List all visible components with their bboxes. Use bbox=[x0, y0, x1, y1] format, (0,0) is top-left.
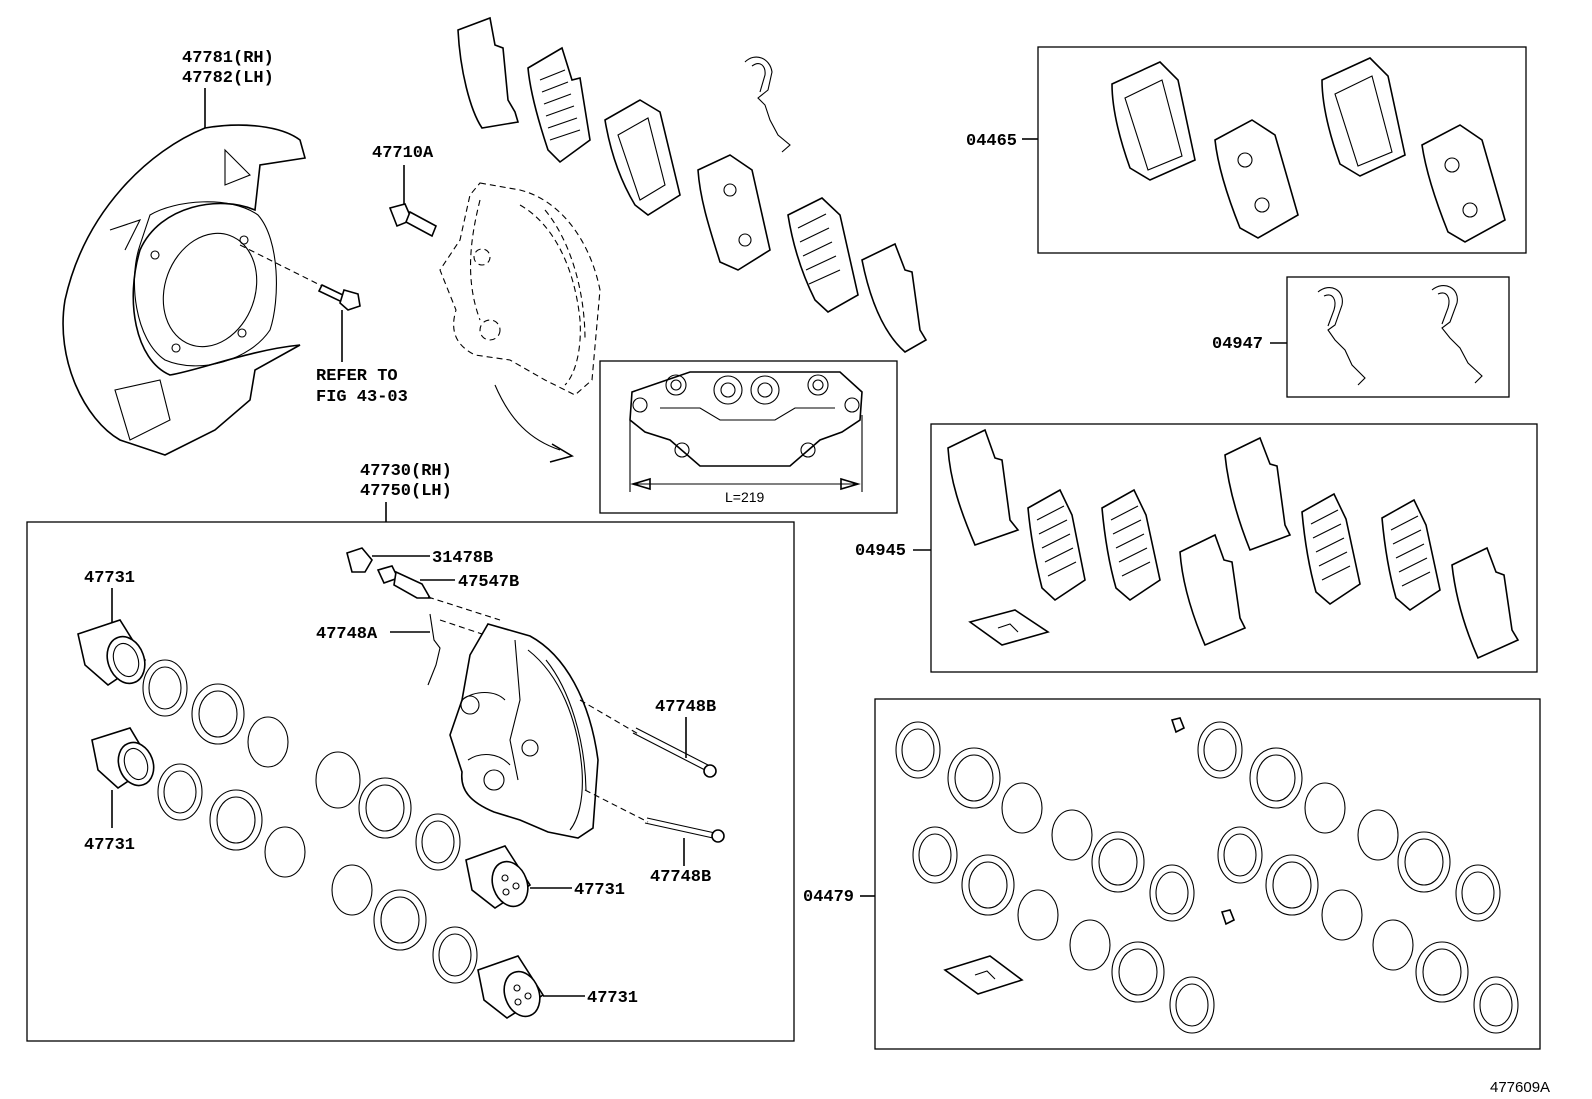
brake-caliper-icon bbox=[439, 182, 601, 463]
bleeder-cap-icon bbox=[1170, 717, 1236, 926]
anti-squeal-shim-icon bbox=[457, 16, 520, 129]
cylinder-kit-box bbox=[874, 698, 1541, 1050]
brake-pad-icon bbox=[1111, 61, 1196, 181]
piston-icon bbox=[465, 845, 532, 909]
piston-seal-icon bbox=[895, 721, 1519, 1034]
grease-packet-icon bbox=[968, 609, 1050, 646]
brake-caliper-icon bbox=[629, 371, 863, 467]
bleeder-plug-label: 47547B bbox=[458, 573, 519, 592]
pad-spring-icon bbox=[1431, 285, 1483, 384]
anti-squeal-shim-icon bbox=[1301, 492, 1361, 606]
caliper-lh-label: 47750(LH) bbox=[360, 482, 452, 501]
slide-pin-icon bbox=[632, 727, 717, 778]
anti-squeal-shim-icon bbox=[1421, 124, 1506, 243]
spring-kit-label: 04947 bbox=[1212, 335, 1263, 354]
anti-squeal-shim-icon bbox=[1101, 488, 1161, 602]
bleeder-cap-label: 31478B bbox=[432, 549, 493, 568]
bleeder-cap-icon bbox=[346, 547, 373, 573]
refer-fig-label: FIG 43-03 bbox=[316, 388, 408, 407]
bleeder-plug-icon bbox=[376, 565, 432, 599]
pin-upper-label: 47748B bbox=[655, 698, 716, 717]
piston-icon bbox=[91, 727, 155, 790]
piston-icon bbox=[77, 619, 147, 687]
shim-kit-box bbox=[930, 423, 1538, 673]
shield-rh-label: 47781(RH) bbox=[182, 49, 274, 68]
spring-kit-box bbox=[1286, 276, 1510, 398]
piston-seal-icon bbox=[157, 763, 306, 878]
slide-pin-icon bbox=[644, 817, 725, 843]
brake-pad-icon bbox=[1321, 57, 1406, 177]
anti-squeal-shim-icon bbox=[1381, 498, 1441, 612]
piston-3-label: 47731 bbox=[574, 881, 625, 900]
brake-pad-icon bbox=[604, 99, 681, 216]
clip-icon bbox=[427, 613, 441, 686]
anti-squeal-shim-icon bbox=[1224, 436, 1292, 552]
pin-lower-label: 47748B bbox=[650, 868, 711, 887]
piston-2-label: 47731 bbox=[84, 836, 135, 855]
anti-squeal-shim-icon bbox=[861, 242, 928, 353]
anti-squeal-shim-icon bbox=[527, 46, 591, 164]
refer-to-label: REFER TO bbox=[316, 367, 398, 386]
pad-kit-label: 04465 bbox=[966, 132, 1017, 151]
bolt-icon bbox=[388, 203, 438, 238]
disc-shield-icon bbox=[62, 124, 307, 456]
clip-label: 47748A bbox=[316, 625, 378, 644]
piston-icon bbox=[477, 955, 545, 1019]
piston-4-label: 47731 bbox=[587, 989, 638, 1008]
brake-caliper-icon bbox=[449, 623, 599, 839]
piston-seal-icon bbox=[142, 659, 289, 768]
shim-kit-label: 04945 bbox=[855, 542, 906, 561]
caliper-rh-label: 47730(RH) bbox=[360, 462, 452, 481]
shield-lh-label: 47782(LH) bbox=[182, 69, 274, 88]
bolt-label: 47710A bbox=[372, 144, 434, 163]
dimension-box bbox=[599, 360, 898, 514]
caliper-assembly-box bbox=[26, 521, 795, 1042]
anti-squeal-shim-icon bbox=[1451, 546, 1520, 660]
anti-squeal-shim-icon bbox=[1027, 488, 1086, 602]
anti-squeal-shim-icon bbox=[787, 197, 859, 313]
dimension-label: L=219 bbox=[725, 489, 765, 505]
anti-squeal-shim-icon bbox=[947, 428, 1020, 547]
piston-seal-icon bbox=[315, 751, 478, 984]
figure-id: 477609A bbox=[1490, 1079, 1550, 1096]
anti-squeal-shim-icon bbox=[1214, 119, 1299, 239]
pad-spring-icon bbox=[744, 56, 791, 153]
anti-squeal-shim-icon bbox=[1179, 533, 1247, 647]
cylinder-kit-label: 04479 bbox=[803, 888, 854, 907]
anti-squeal-shim-icon bbox=[697, 154, 771, 271]
bolt-icon bbox=[317, 283, 361, 311]
piston-1-label: 47731 bbox=[84, 569, 135, 588]
grease-packet-icon bbox=[943, 955, 1024, 995]
pad-spring-icon bbox=[1317, 287, 1366, 386]
pad-kit-box bbox=[1037, 46, 1527, 254]
